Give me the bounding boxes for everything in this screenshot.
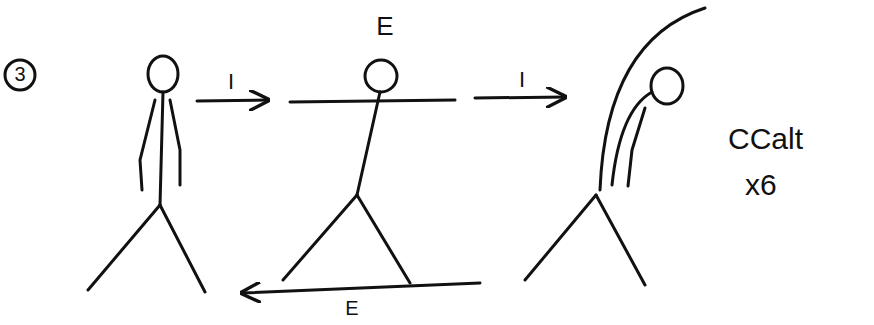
step-number: 3	[14, 63, 25, 85]
side-bend-figure	[525, 8, 705, 285]
standing-figure	[88, 56, 205, 292]
exhale-label: E	[345, 297, 358, 319]
arms-out-figure	[283, 60, 455, 283]
repeat-note: CCalt	[728, 122, 803, 155]
exhale-arrow	[242, 283, 480, 293]
inhale-label: I	[228, 70, 234, 94]
inhale-arrow	[197, 100, 268, 101]
step-circle	[5, 60, 35, 90]
repeat-count: x6	[745, 168, 777, 201]
exhale-label: E	[376, 12, 393, 41]
inhale-arrow	[475, 97, 565, 98]
inhale-label: I	[519, 68, 525, 92]
